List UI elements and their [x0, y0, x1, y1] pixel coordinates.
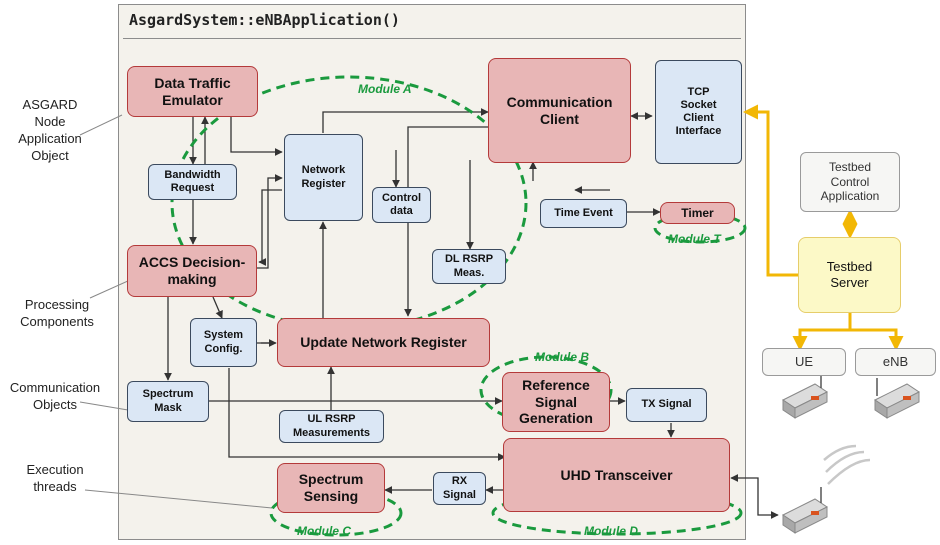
label-execution-threads: Execution threads [26, 462, 84, 494]
update-network-register: Update Network Register [277, 318, 490, 367]
testbed-server: Testbed Server [798, 237, 901, 313]
data-traffic-emulator: Data Traffic Emulator [127, 66, 258, 117]
network-register: Network Register [284, 134, 363, 221]
testbed-control-application: Testbed Control Application [800, 152, 900, 212]
radio-device-icons [782, 372, 920, 534]
dl-rsrp-meas: DL RSRP Meas. [432, 249, 506, 284]
module-t-label: Module T [668, 232, 721, 246]
spectrum-sensing: Spectrum Sensing [277, 463, 385, 513]
module-b-label: Module B [535, 350, 589, 364]
module-c-label: Module C [297, 524, 351, 538]
reference-signal-generation: Reference Signal Generation [502, 372, 610, 432]
label-processing-components: Processing Components [20, 297, 94, 329]
communication-client: Communication Client [488, 58, 631, 163]
time-event: Time Event [540, 199, 627, 228]
timer: Timer [660, 202, 735, 224]
panel-title: AsgardSystem::eNBApplication() [129, 11, 400, 29]
title-divider [123, 38, 741, 39]
uhd-transceiver: UHD Transceiver [503, 438, 730, 512]
tx-signal: TX Signal [626, 388, 707, 422]
ul-rsrp-measurements: UL RSRP Measurements [279, 410, 384, 443]
module-d-label: Module D [584, 524, 638, 538]
enb-node: eNB [855, 348, 936, 376]
rx-signal: RX Signal [433, 472, 486, 505]
tcp-socket-client-interface: TCP Socket Client Interface [655, 60, 742, 164]
module-a-label: Module A [358, 82, 412, 96]
accs-decision-making: ACCS Decision- making [127, 245, 257, 297]
label-communication-objects: Communication Objects [9, 380, 101, 412]
ue-node: UE [762, 348, 846, 376]
system-config: System Config. [190, 318, 257, 367]
control-data: Control data [372, 187, 431, 223]
spectrum-mask: Spectrum Mask [127, 381, 209, 422]
bandwidth-request: Bandwidth Request [148, 164, 237, 200]
label-asgard-object: ASGARD Node Application Object [18, 97, 82, 163]
